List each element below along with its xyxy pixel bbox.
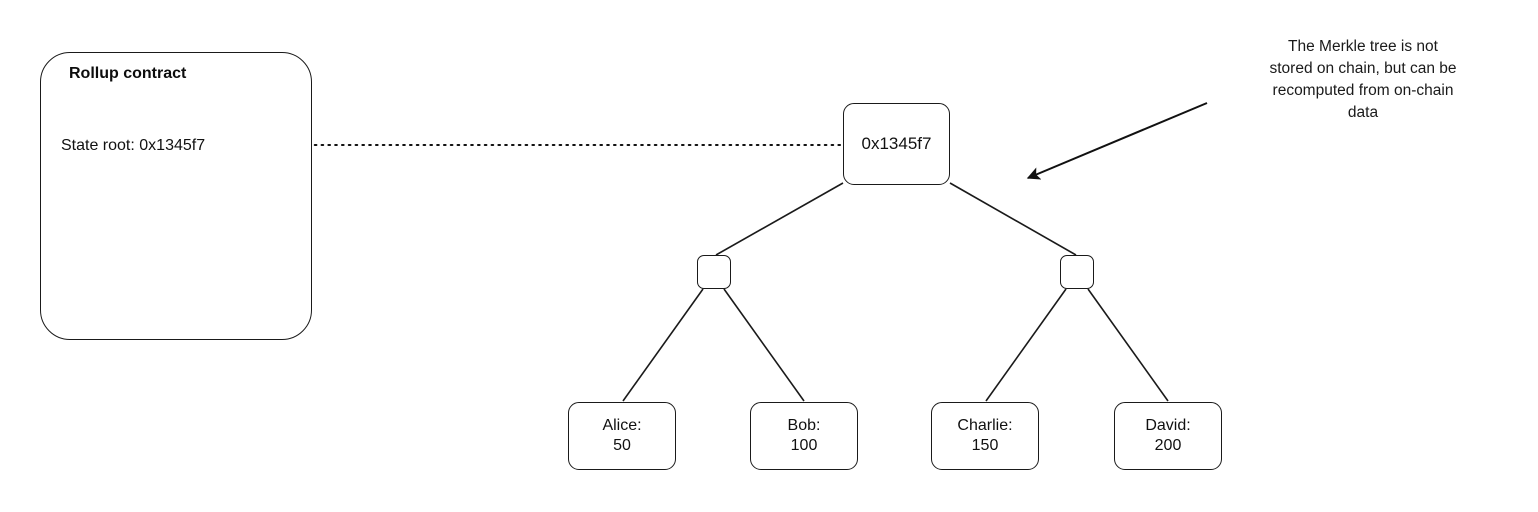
merkle-inner-node-left[interactable] — [697, 255, 731, 289]
merkle-leaf-alice-name: Alice: — [602, 417, 642, 435]
edge-root-to-inner-left — [715, 182, 844, 256]
merkle-root-label: 0x1345f7 — [861, 133, 932, 153]
edge-inner-left-to-bob — [723, 288, 805, 402]
annotation-text-block: The Merkle tree is not stored on chain, … — [1213, 36, 1513, 124]
annotation-line-2: stored on chain, but can be — [1269, 60, 1457, 77]
merkle-leaf-alice-value: 50 — [613, 437, 631, 454]
rollup-contract-box[interactable]: Rollup contract State root: 0x1345f7 — [40, 52, 312, 340]
merkle-leaf-charlie[interactable]: Charlie: 150 — [931, 402, 1039, 470]
rollup-contract-title: Rollup contract — [69, 65, 187, 82]
annotation-line-1: The Merkle tree is not — [1288, 38, 1438, 55]
edge-root-to-inner-right — [949, 182, 1077, 256]
annotation-line-3: recomputed from on-chain — [1272, 82, 1454, 99]
merkle-leaf-charlie-value: 150 — [971, 437, 999, 454]
merkle-leaf-bob-name: Bob: — [787, 417, 821, 435]
merkle-leaf-david-value: 200 — [1154, 437, 1182, 454]
state-root-dotted-connector — [271, 137, 842, 153]
edge-inner-left-to-alice — [622, 288, 704, 402]
merkle-inner-node-right[interactable] — [1060, 255, 1094, 289]
merkle-leaf-david-name: David: — [1145, 417, 1191, 435]
merkle-root-node[interactable]: 0x1345f7 — [843, 103, 950, 185]
edge-inner-right-to-charlie — [985, 288, 1067, 402]
merkle-leaf-charlie-name: Charlie: — [957, 417, 1013, 435]
merkle-leaf-bob-value: 100 — [790, 437, 818, 454]
annotation-arrow — [1026, 102, 1208, 180]
merkle-leaf-alice[interactable]: Alice: 50 — [568, 402, 676, 470]
annotation-line-4: data — [1347, 104, 1379, 121]
merkle-leaf-bob[interactable]: Bob: 100 — [750, 402, 858, 470]
state-root-value: State root: 0x1345f7 — [61, 137, 206, 154]
edge-inner-right-to-david — [1087, 288, 1169, 402]
merkle-leaf-david[interactable]: David: 200 — [1114, 402, 1222, 470]
